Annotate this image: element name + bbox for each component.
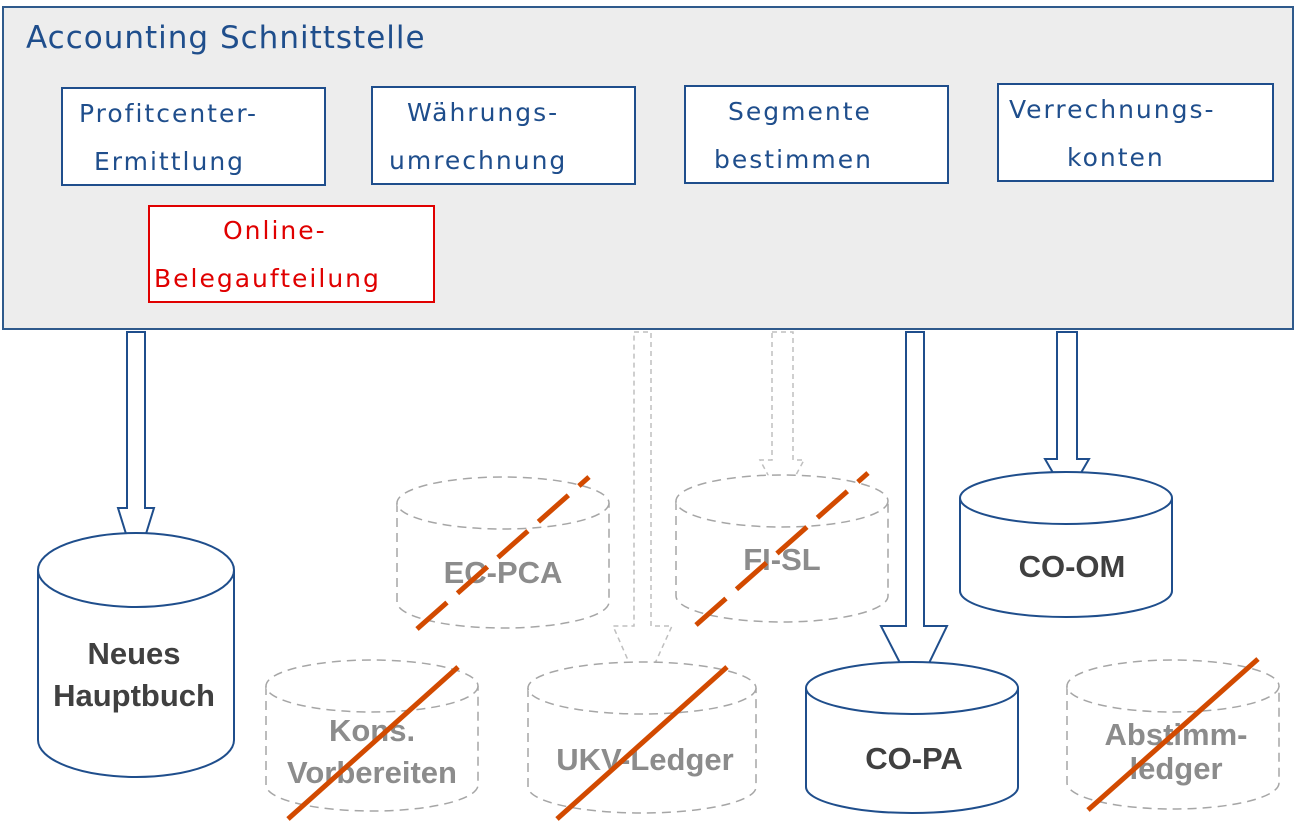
strike-through-line — [694, 471, 870, 627]
database-ec-pca: EC-PCA — [396, 475, 610, 631]
database-label: CO-PA — [865, 741, 963, 776]
database-kons-vorbereiten: Kons. Vorbereiten — [265, 659, 479, 821]
strike-through-line — [286, 665, 460, 821]
function-label-line1: Währungs- — [407, 98, 560, 127]
database-co-om: CO-OM — [959, 471, 1173, 618]
database-neues-hauptbuch: Neues Hauptbuch — [37, 532, 235, 778]
database-label: EC-PCA — [444, 555, 563, 590]
function-label-line2: bestimmen — [714, 145, 873, 174]
database-label: CO-OM — [1019, 549, 1126, 584]
function-box-profitcenter: Profitcenter- Ermittlung — [61, 87, 326, 186]
function-label-line1: Online- — [223, 216, 327, 245]
function-box-verrechnung: Verrechnungs- konten — [997, 83, 1274, 182]
function-label-line1: Segmente — [728, 97, 872, 126]
database-label: ledger — [1129, 751, 1222, 786]
function-box-online-belegaufteilung: Online- Belegaufteilung — [148, 205, 435, 303]
database-label: Hauptbuch — [53, 678, 215, 713]
strike-through-line — [415, 475, 591, 631]
function-label-line1: Profitcenter- — [79, 99, 259, 128]
function-label-line2: Ermittlung — [94, 147, 246, 176]
function-label-line2: konten — [1067, 143, 1165, 172]
database-fi-sl: FI-SL — [675, 471, 889, 627]
database-co-pa: CO-PA — [805, 661, 1019, 814]
database-abstimmledger: Abstimm- ledger — [1066, 657, 1280, 812]
function-box-segmente: Segmente bestimmen — [684, 85, 949, 184]
strike-through-line — [555, 665, 729, 821]
function-label-line1: Verrechnungs- — [1009, 95, 1216, 124]
database-ukv-ledger: UKV-Ledger — [527, 661, 757, 821]
function-label-line2: Belegaufteilung — [154, 264, 381, 293]
database-label: UKV-Ledger — [556, 742, 733, 777]
arrow-to-ukv-ledger-inactive — [611, 331, 674, 694]
function-label-line2: umrechnung — [389, 146, 568, 175]
panel-title: Accounting Schnittstelle — [26, 20, 426, 56]
function-box-waehrung: Währungs- umrechnung — [371, 86, 636, 185]
strike-through-line — [1086, 657, 1260, 812]
arrow-to-neues-hauptbuch — [116, 331, 156, 570]
database-label: Neues — [87, 636, 180, 671]
arrow-to-co-pa — [879, 331, 949, 695]
database-label: Vorbereiten — [287, 755, 457, 790]
